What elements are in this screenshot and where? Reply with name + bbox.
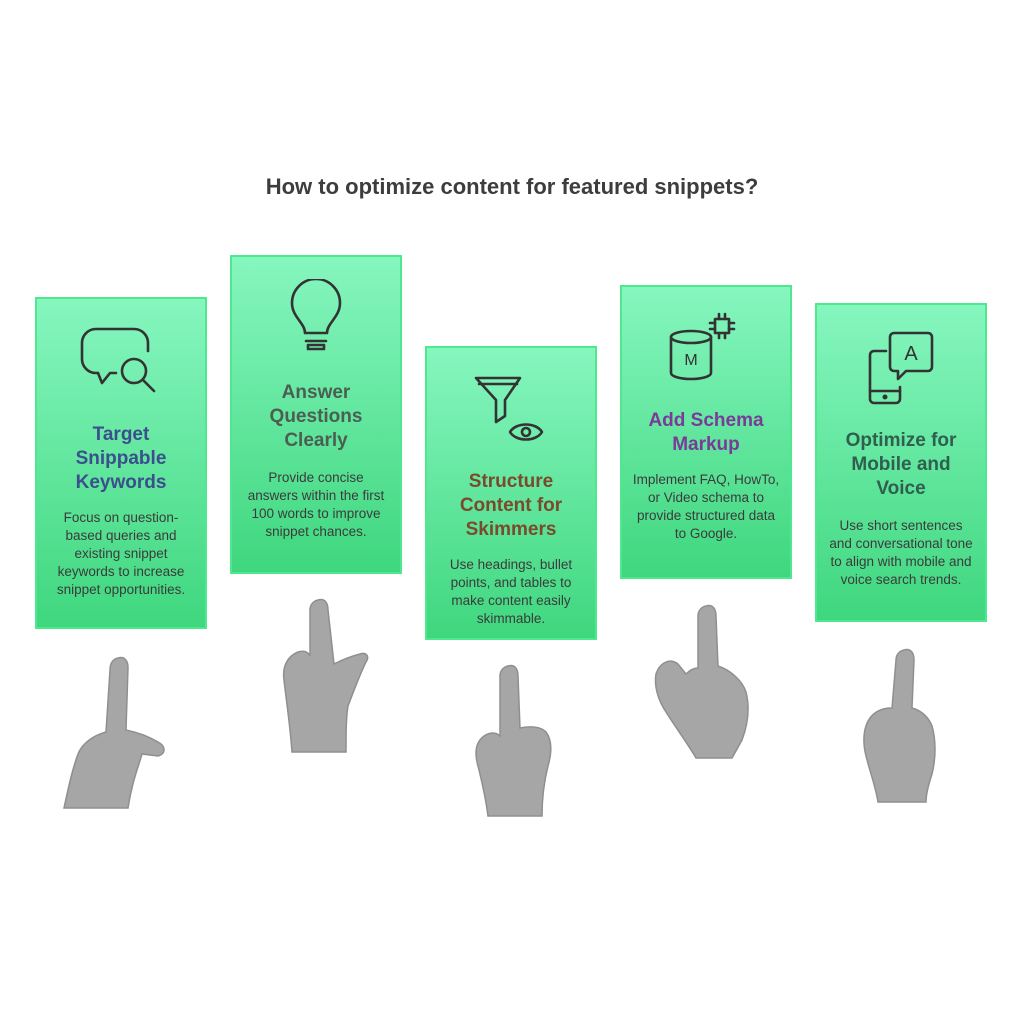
funnel-eye-icon <box>427 370 595 450</box>
card-target-snippable-keywords: Target Snippable Keywords Focus on quest… <box>35 297 207 629</box>
card-description: Focus on question-based queries and exis… <box>56 510 186 597</box>
card-description: Implement FAQ, HowTo, or Video schema to… <box>632 472 780 541</box>
card-heading: Target Snippable Keywords <box>75 424 167 493</box>
card-heading: Optimize for Mobile and Voice <box>845 430 957 499</box>
pointing-hand-icon <box>282 598 369 753</box>
card-heading: Answer Questions Clearly <box>269 382 363 451</box>
page-title: How to optimize content for featured sni… <box>265 174 759 199</box>
pointing-hand-icon <box>475 664 552 817</box>
card-heading: Add Schema Markup <box>648 410 764 455</box>
card-optimize-for-mobile-and-voice: A Optimize for Mobile and Voice Use shor… <box>815 303 987 622</box>
card-description: Use short sentences and conversational t… <box>829 518 973 587</box>
phone-speech-icon: A <box>817 327 985 407</box>
icon-letter: A <box>904 343 918 365</box>
database-chip-icon: M <box>622 309 790 389</box>
card-answer-questions-clearly: Answer Questions Clearly Provide concise… <box>230 255 402 574</box>
pointing-hand-icon <box>863 648 936 803</box>
card-description: Provide concise answers within the first… <box>247 470 385 539</box>
pointing-hand-icon <box>654 604 749 759</box>
card-structure-content-for-skimmers: Structure Content for Skimmers Use headi… <box>425 346 597 640</box>
lightbulb-icon <box>232 279 400 359</box>
icon-letter: M <box>684 352 697 369</box>
speech-bubble-search-icon <box>37 321 205 401</box>
pointing-hand-icon <box>63 656 165 809</box>
card-add-schema-markup: M Add Schema Markup Implement FAQ, HowTo… <box>620 285 792 579</box>
card-heading: Structure Content for Skimmers <box>459 471 563 540</box>
card-description: Use headings, bullet points, and tables … <box>449 557 573 626</box>
